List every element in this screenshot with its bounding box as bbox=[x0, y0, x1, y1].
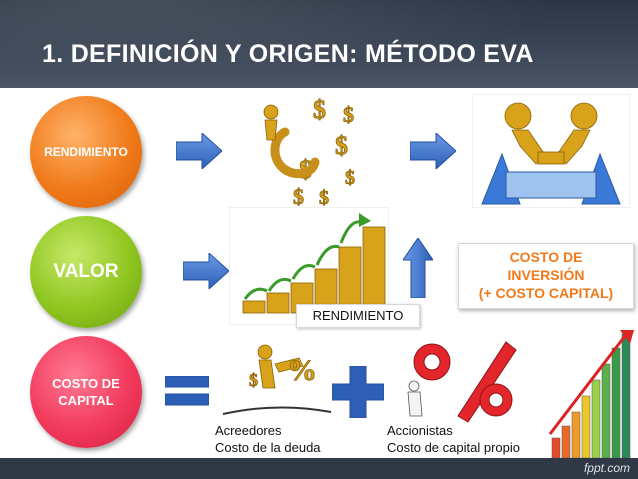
costo-capital-line2: CAPITAL bbox=[58, 393, 114, 408]
costo-inversion-line2: INVERSIÓN bbox=[507, 267, 585, 283]
svg-text:$: $ bbox=[313, 95, 326, 124]
costo-inversion-line3: (+ COSTO CAPITAL) bbox=[478, 285, 614, 301]
costo-capital-line1: COSTO DE bbox=[52, 376, 120, 391]
svg-text:%: % bbox=[287, 354, 317, 387]
accionistas-title: Accionistas bbox=[387, 423, 453, 438]
valor-circle: VALOR bbox=[30, 216, 142, 328]
svg-text:$: $ bbox=[343, 102, 354, 127]
brand-watermark: fppt.com bbox=[583, 461, 630, 475]
figure-pushing-percent-image bbox=[392, 332, 520, 424]
figure-lifting-percent-image: % $ bbox=[219, 336, 335, 422]
slide-title: 1. DEFINICIÓN Y ORIGEN: MÉTODO EVA bbox=[42, 40, 534, 68]
accionistas-subtitle: Costo de capital propio bbox=[387, 440, 520, 455]
acreedores-title: Acreedores bbox=[215, 423, 282, 438]
costo-inversion-line1: COSTO DE bbox=[509, 249, 583, 265]
dollar-figures-image: $ $ $ $ $ $ $ bbox=[255, 92, 379, 210]
acreedores-subtitle: Costo de la deuda bbox=[215, 440, 321, 455]
svg-text:$: $ bbox=[293, 184, 304, 209]
costo-capital-circle: COSTO DE CAPITAL bbox=[30, 336, 142, 448]
equals-icon bbox=[165, 376, 209, 406]
svg-text:$: $ bbox=[319, 187, 329, 209]
right-arrow-icon bbox=[176, 133, 222, 169]
right-arrow-icon bbox=[183, 253, 229, 289]
svg-text:$: $ bbox=[345, 167, 355, 189]
svg-text:$: $ bbox=[249, 370, 258, 390]
costo-inversion-box: COSTO DE INVERSIÓN (+ COSTO CAPITAL) bbox=[458, 243, 634, 309]
valor-circle-label: VALOR bbox=[53, 261, 119, 282]
svg-text:$: $ bbox=[335, 131, 348, 160]
right-arrow-icon bbox=[410, 133, 456, 169]
plus-icon bbox=[332, 366, 384, 418]
rendimiento-circle-label: RENDIMIENTO bbox=[44, 145, 128, 159]
title-bar bbox=[0, 0, 638, 88]
rendimiento-label: RENDIMIENTO bbox=[296, 304, 420, 328]
footer-bar bbox=[0, 458, 638, 479]
up-arrow-icon bbox=[403, 238, 433, 298]
rendimiento-circle: RENDIMIENTO bbox=[30, 96, 142, 208]
rising-bar-chart-image bbox=[548, 330, 638, 459]
handshake-figures-image bbox=[471, 93, 631, 209]
